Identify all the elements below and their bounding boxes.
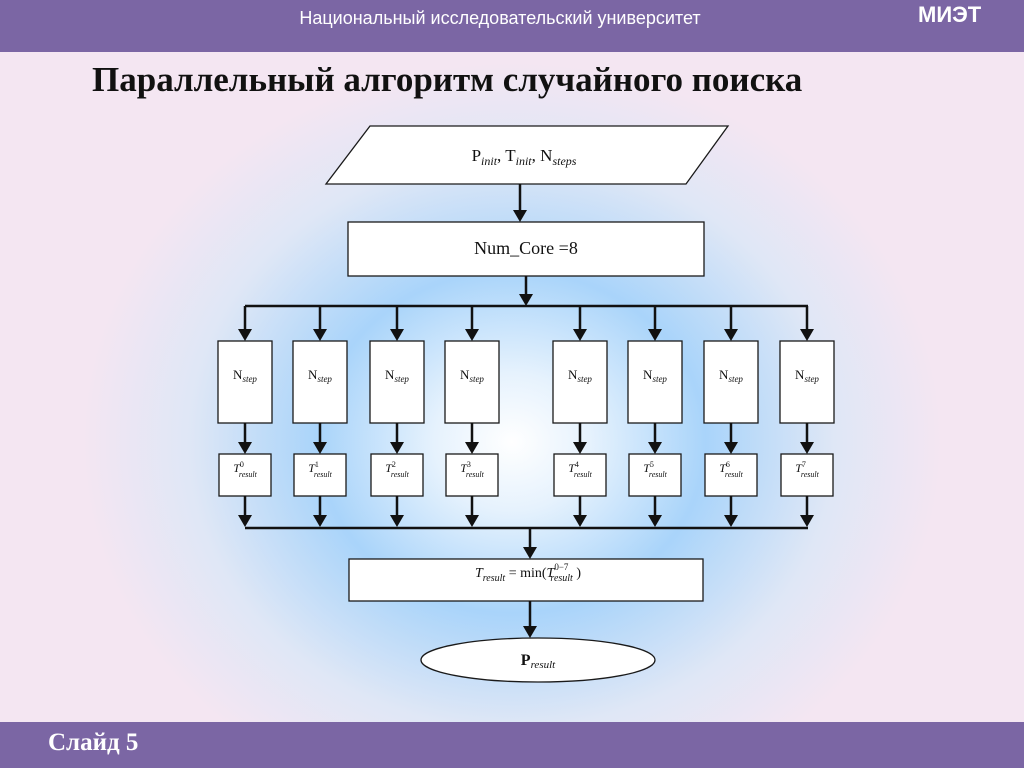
num-core-label: Num_Core =8 xyxy=(474,238,578,258)
arrow-output xyxy=(523,626,537,638)
step-label: Nstep xyxy=(460,367,484,384)
arrow-result xyxy=(648,442,662,454)
step-label: Nstep xyxy=(308,367,332,384)
arrow-step xyxy=(390,329,404,341)
arrow-collect xyxy=(313,515,327,527)
footer-bar xyxy=(0,722,1024,768)
arrow-collect xyxy=(465,515,479,527)
step-label: Nstep xyxy=(568,367,592,384)
arrow-result xyxy=(390,442,404,454)
step-box xyxy=(369,340,425,424)
arrow-step xyxy=(648,329,662,341)
input-parameters: Pinit, Tinit, Nsteps xyxy=(472,146,577,168)
arrow-collect xyxy=(573,515,587,527)
arrow-result xyxy=(238,442,252,454)
arrow-result xyxy=(573,442,587,454)
arrow-collect xyxy=(648,515,662,527)
slide-title: Параллельный алгоритм случайного поиска xyxy=(92,60,803,99)
arrow-step xyxy=(465,329,479,341)
step-label: Nstep xyxy=(385,367,409,384)
step-box xyxy=(703,340,759,424)
input-parallelogram xyxy=(324,125,730,185)
flowchart: Pinit, Tinit, Nsteps Num_Core =8 NstepT0… xyxy=(217,125,835,683)
num-core-box xyxy=(347,221,705,277)
arrow-step xyxy=(800,329,814,341)
arrow-collect xyxy=(238,515,252,527)
min-formula-box xyxy=(348,558,704,602)
output-ellipse xyxy=(420,637,656,683)
step-label: Nstep xyxy=(795,367,819,384)
result-box xyxy=(370,453,424,497)
result-box xyxy=(218,453,272,497)
university-name: Национальный исследовательский университ… xyxy=(299,8,701,28)
arrow-step xyxy=(573,329,587,341)
arrow-collect xyxy=(800,515,814,527)
output-label: Presult xyxy=(521,652,556,671)
slide-number: Слайд 5 xyxy=(48,729,139,756)
arrow-result xyxy=(313,442,327,454)
arrow-step xyxy=(313,329,327,341)
arrow-result xyxy=(724,442,738,454)
step-label: Nstep xyxy=(233,367,257,384)
result-box xyxy=(780,453,834,497)
arrow-collect xyxy=(390,515,404,527)
step-box xyxy=(552,340,608,424)
header-bar: Национальный исследовательский университ… xyxy=(0,0,1024,52)
arrow-bus xyxy=(519,294,533,306)
arrow-step xyxy=(238,329,252,341)
result-box xyxy=(704,453,758,497)
step-label: Nstep xyxy=(643,367,667,384)
step-box xyxy=(217,340,273,424)
step-box xyxy=(292,340,348,424)
logo: МИЭТ xyxy=(918,2,982,27)
arrow-result xyxy=(800,442,814,454)
arrow-numcore xyxy=(513,210,527,222)
arrow-result xyxy=(465,442,479,454)
arrow-collect xyxy=(724,515,738,527)
step-box xyxy=(779,340,835,424)
arrow-min xyxy=(523,547,537,559)
step-label: Nstep xyxy=(719,367,743,384)
result-box xyxy=(445,453,499,497)
step-box xyxy=(627,340,683,424)
arrow-step xyxy=(724,329,738,341)
